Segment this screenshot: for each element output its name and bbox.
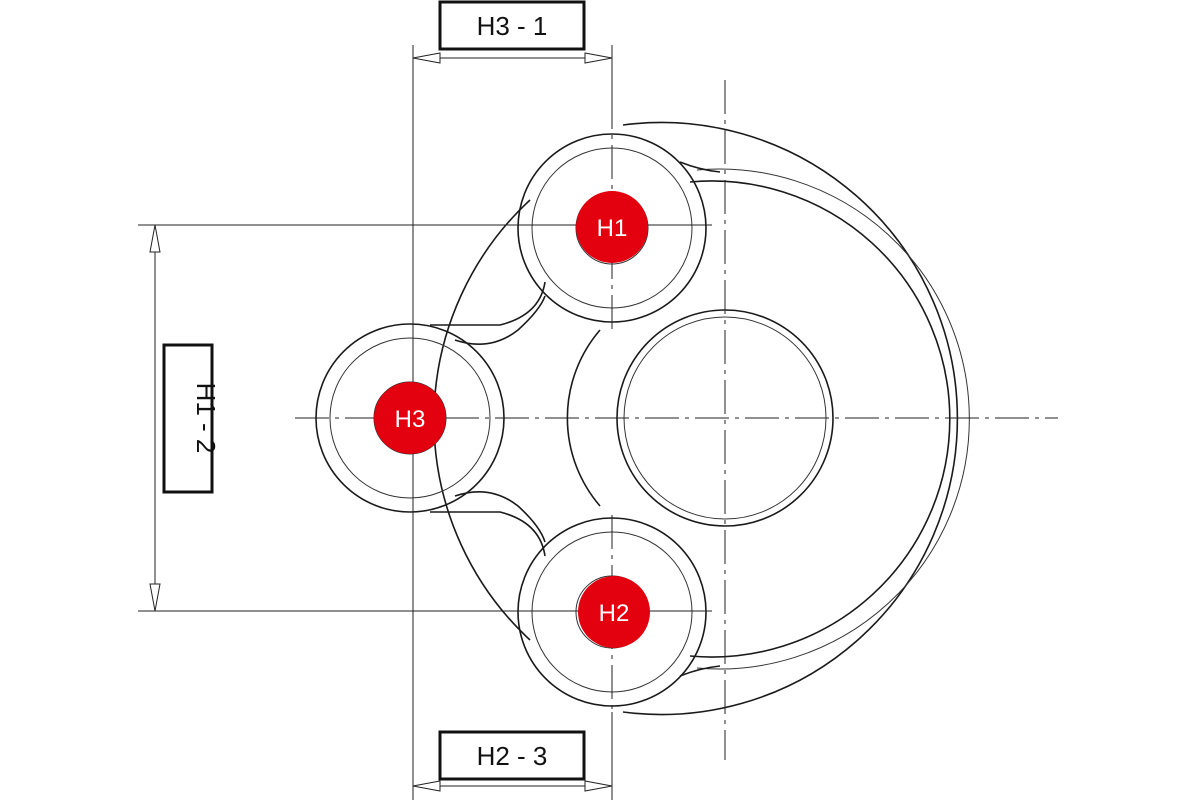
dimension-text-bottom: H2 - 3 bbox=[477, 741, 548, 771]
hole-h2: H2 bbox=[578, 576, 650, 648]
dimension-label-top: H3 - 1 bbox=[438, 0, 586, 51]
hole-label-h1: H1 bbox=[597, 215, 628, 242]
dimension-label-left: H1 - 2 bbox=[162, 343, 221, 494]
hole-label-h2: H2 bbox=[599, 600, 630, 627]
dimension-text-left: H1 - 2 bbox=[191, 383, 221, 454]
hole-label-h3: H3 bbox=[395, 406, 426, 433]
hole-h3: H3 bbox=[374, 382, 446, 454]
dimension-label-bottom: H2 - 3 bbox=[438, 730, 586, 781]
outer-body bbox=[433, 121, 970, 716]
dimension-text-top: H3 - 1 bbox=[477, 11, 548, 41]
web-connections bbox=[430, 161, 721, 677]
hole-h1: H1 bbox=[576, 191, 648, 263]
